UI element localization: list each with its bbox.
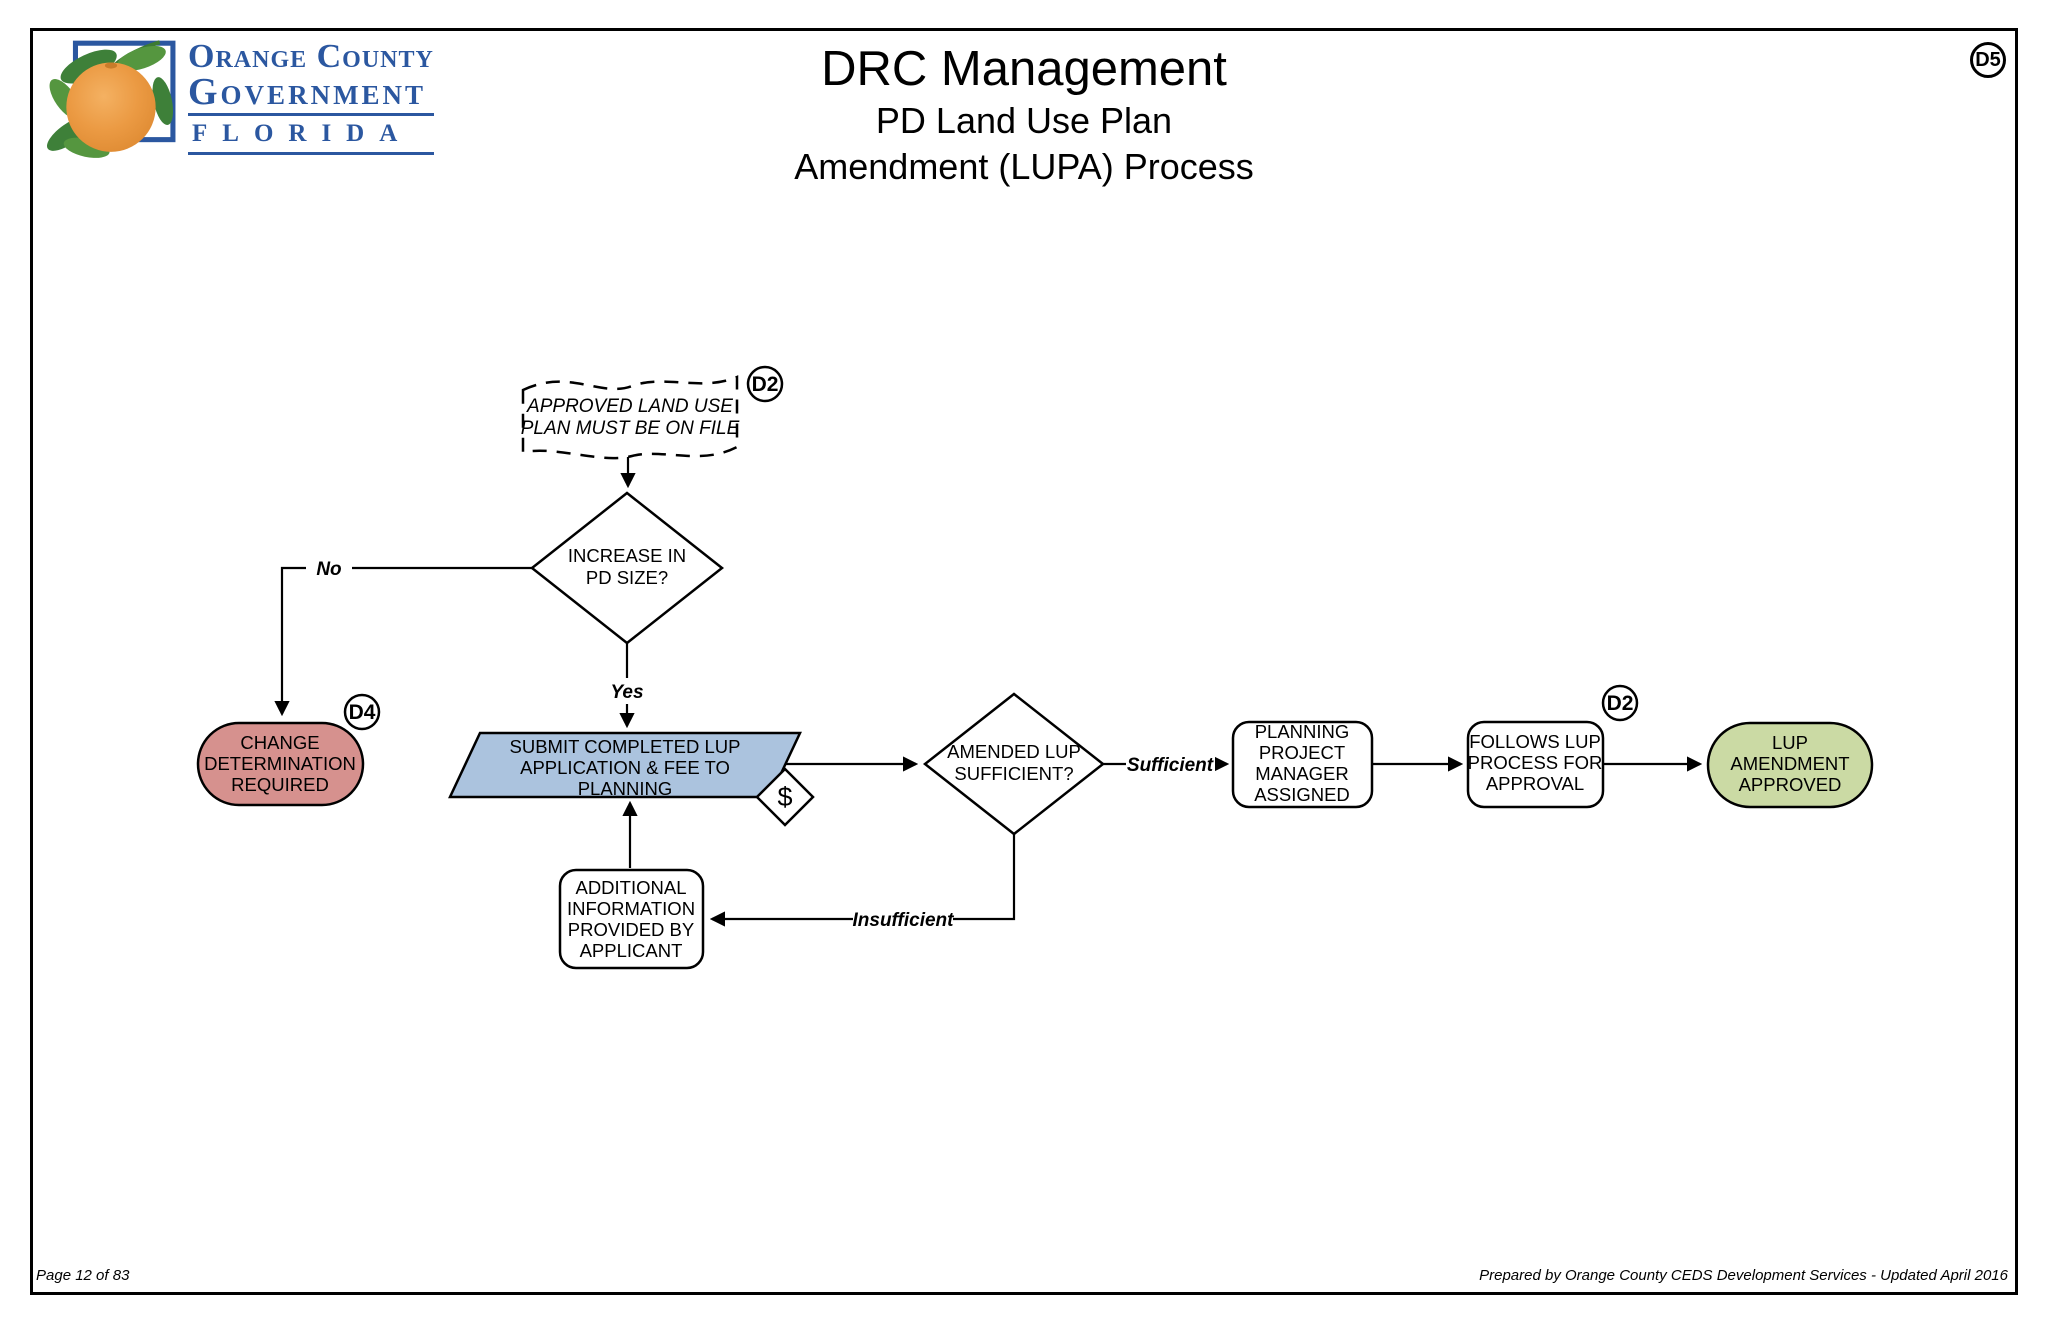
footer-prepared-by: Prepared by Orange County CEDS Developme… (1479, 1267, 2008, 1284)
badge-d4-change-determination: D4 (349, 701, 376, 724)
node-amended-lup-line: SUFFICIENT? (954, 763, 1073, 784)
node-additional-info-line: ADDITIONAL (575, 877, 686, 898)
node-change-determination-line: DETERMINATION (204, 753, 356, 774)
node-lup-approved-line: APPROVED (1739, 774, 1842, 795)
node-submit-application-line: PLANNING (578, 778, 673, 799)
node-increase-pd-size-line: PD SIZE? (586, 567, 668, 588)
fee-dollar-symbol: $ (777, 782, 792, 812)
node-increase-pd-size-decision (529, 491, 725, 645)
node-increase-pd-size-line: INCREASE IN (568, 545, 686, 566)
badge-circle-d2-follows (1601, 684, 1639, 722)
node-submit-application-line: SUBMIT COMPLETED LUP (510, 736, 741, 757)
node-additional-info-line: APPLICANT (580, 940, 683, 961)
edge-label-sufficient: Sufficient (1127, 755, 1214, 776)
node-change-determination-required (196, 721, 365, 807)
badge-circle-d2 (746, 365, 784, 403)
node-follows-lup-line: APPROVAL (1486, 773, 1584, 794)
node-lup-approved-line: AMENDMENT (1730, 753, 1849, 774)
node-additional-info-line: PROVIDED BY (568, 919, 694, 940)
orange-fruit-icon (46, 40, 176, 158)
edge-label-yes: Yes (610, 682, 643, 703)
node-additional-information (558, 868, 705, 970)
node-planning-pm-line: ASSIGNED (1254, 784, 1350, 805)
node-change-determination-line: CHANGE (240, 732, 319, 753)
node-change-determination-line: REQUIRED (231, 774, 329, 795)
edge-label-bg (1126, 751, 1215, 777)
node-additional-info-line: INFORMATION (567, 898, 695, 919)
footer-page-number: Page 12 of 83 (36, 1267, 130, 1284)
node-follows-lup-process (1466, 720, 1605, 809)
node-amended-lup-sufficient-decision (922, 692, 1106, 836)
logo-line-orange-county: Orange County (188, 38, 434, 75)
title-line-2: PD Land Use Plan (875, 100, 1173, 141)
node-approved-plan-line: APPROVED LAND USE (526, 396, 733, 417)
node-approved-plan-on-file (521, 375, 739, 460)
orange-county-logo: Orange County Government Florida (44, 34, 434, 160)
logo-text: Orange County Government Florida (188, 40, 434, 155)
page-title: DRC Management PD Land Use Plan Amendmen… (0, 40, 2048, 190)
node-submit-application-line: APPLICATION & FEE TO (520, 757, 730, 778)
title-line-3: Amendment (LUPA) Process (794, 146, 1254, 187)
badge-d2-approved-plan: D2 (752, 373, 779, 396)
edge-label-bg (306, 555, 352, 581)
node-planning-pm-assigned (1231, 720, 1374, 809)
node-amended-lup-line: AMENDED LUP (947, 741, 1081, 762)
node-planning-pm-line: MANAGER (1255, 763, 1349, 784)
edge-label-insufficient: Insufficient (853, 910, 955, 931)
fee-dollar-diamond (755, 767, 815, 827)
page-ref-badge-d5: D5 (1970, 42, 2006, 78)
logo-line-florida: Florida (188, 113, 434, 155)
node-planning-pm-line: PROJECT (1259, 742, 1345, 763)
node-planning-pm-line: PLANNING (1255, 721, 1350, 742)
edge-label-bg (602, 678, 652, 704)
logo-line-government: Government (188, 71, 427, 113)
node-lup-approved-line: LUP (1772, 732, 1808, 753)
edge-label-bg (853, 906, 953, 932)
node-approved-plan-line: PLAN MUST BE ON FILE (521, 418, 740, 439)
edge-insufficient-branch (709, 834, 1016, 927)
node-follows-lup-line: FOLLOWS LUP (1469, 731, 1601, 752)
edge-label-no: No (316, 559, 341, 580)
title-line-1: DRC Management (821, 42, 1227, 96)
node-follows-lup-line: PROCESS FOR (1468, 752, 1603, 773)
page-border (30, 28, 2018, 1295)
badge-d2-follows-lup: D2 (1607, 692, 1634, 715)
edge-no-branch (274, 566, 532, 717)
node-lup-amendment-approved (1706, 721, 1874, 809)
badge-circle-d4 (343, 693, 381, 731)
